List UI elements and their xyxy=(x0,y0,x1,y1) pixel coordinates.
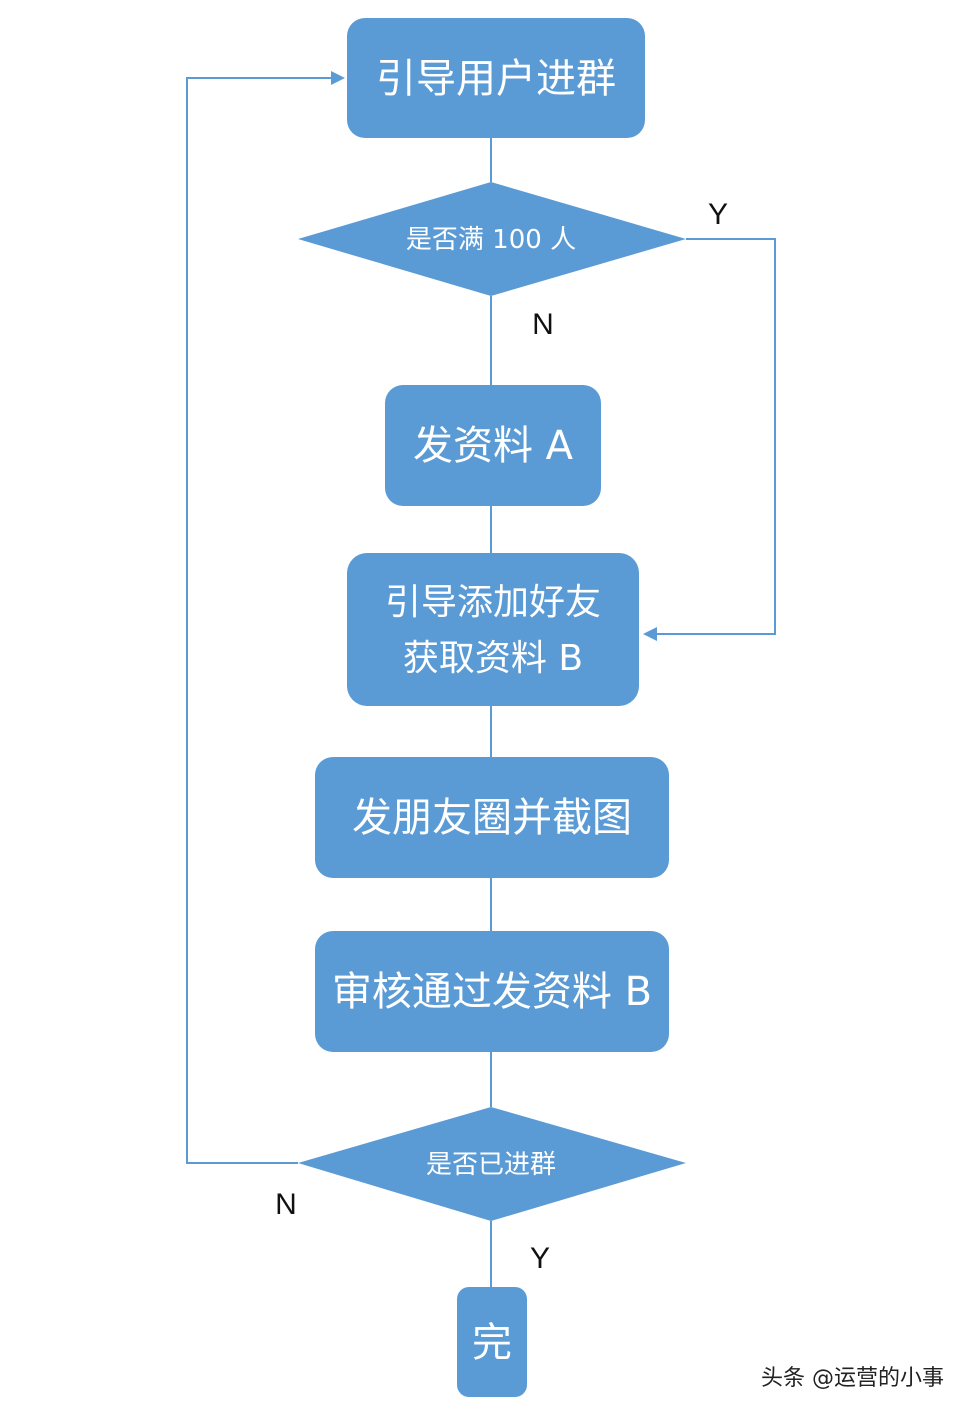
node-done-label: 完 xyxy=(472,1320,512,1366)
watermark-text: 头条 @运营的小事 xyxy=(761,1366,944,1391)
edge-label-check100-no: N xyxy=(532,308,554,341)
edge-label-check-joined-no: N xyxy=(275,1188,297,1221)
decision-check-100-label: 是否满 100 人 xyxy=(406,225,576,255)
node-invite-users-label: 引导用户进群 xyxy=(376,56,616,102)
edge-label-check-joined-yes: Y xyxy=(530,1242,550,1275)
decision-check-100: 是否满 100 人 xyxy=(298,182,686,296)
node-add-friend-label-line1: 引导添加好友 xyxy=(385,582,601,623)
node-done: 完 xyxy=(457,1287,527,1397)
node-send-material-a: 发资料 A xyxy=(385,385,601,506)
line-check-joined-no-loop xyxy=(186,71,345,1164)
node-review-send-b-label: 审核通过发资料 B xyxy=(332,969,652,1015)
edge-label-check100-yes: Y xyxy=(708,198,728,231)
node-review-send-b: 审核通过发资料 B xyxy=(315,931,669,1052)
node-invite-users: 引导用户进群 xyxy=(347,18,645,138)
node-post-moments: 发朋友圈并截图 xyxy=(315,757,669,878)
connectors xyxy=(186,71,776,1287)
decision-check-joined-label: 是否已进群 xyxy=(426,1150,556,1180)
node-post-moments-label: 发朋友圈并截图 xyxy=(352,795,632,841)
node-add-friend: 引导添加好友 获取资料 B xyxy=(347,553,639,706)
line-check100-yes-loop xyxy=(643,238,776,641)
node-send-material-a-label: 发资料 A xyxy=(413,423,574,469)
decision-check-joined: 是否已进群 xyxy=(298,1107,686,1221)
node-add-friend-label-line2: 获取资料 B xyxy=(403,638,583,679)
